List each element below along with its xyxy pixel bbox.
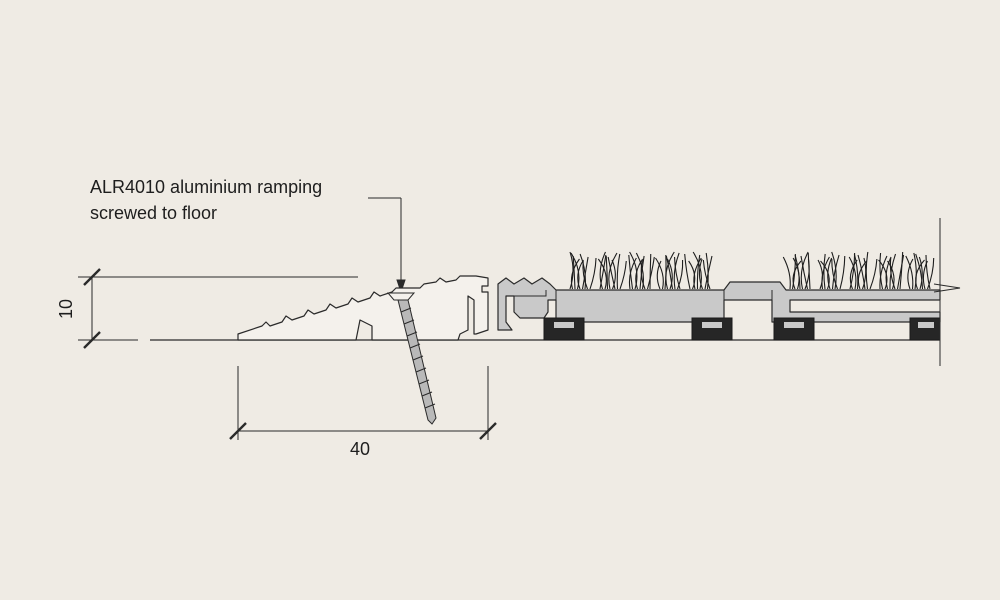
ramp-profile bbox=[237, 275, 489, 341]
brush-inserts bbox=[569, 251, 935, 290]
screw bbox=[386, 292, 437, 425]
callout-line-2: screwed to floor bbox=[90, 203, 218, 223]
bristle-tuft bbox=[655, 251, 684, 290]
mat-frame-inner bbox=[514, 290, 773, 300]
bristle-tuft bbox=[569, 251, 597, 290]
bristle-tuft bbox=[628, 251, 655, 290]
callout-line-1: ALR4010 aluminium ramping bbox=[90, 177, 323, 197]
bristle-tuft bbox=[905, 252, 935, 290]
callout-leader bbox=[368, 197, 406, 294]
height-dimension bbox=[78, 268, 358, 349]
break-line bbox=[933, 218, 961, 366]
bristle-tuft bbox=[848, 251, 878, 290]
height-dimension-label: 10 bbox=[56, 298, 77, 320]
bristle-tuft bbox=[597, 251, 627, 290]
bristle-tuft bbox=[878, 251, 905, 290]
bristle-tuft bbox=[782, 251, 811, 290]
width-dimension-label: 40 bbox=[350, 439, 371, 459]
bristle-tuft bbox=[817, 251, 846, 290]
width-dimension bbox=[229, 366, 497, 440]
bristle-tuft bbox=[684, 251, 713, 290]
